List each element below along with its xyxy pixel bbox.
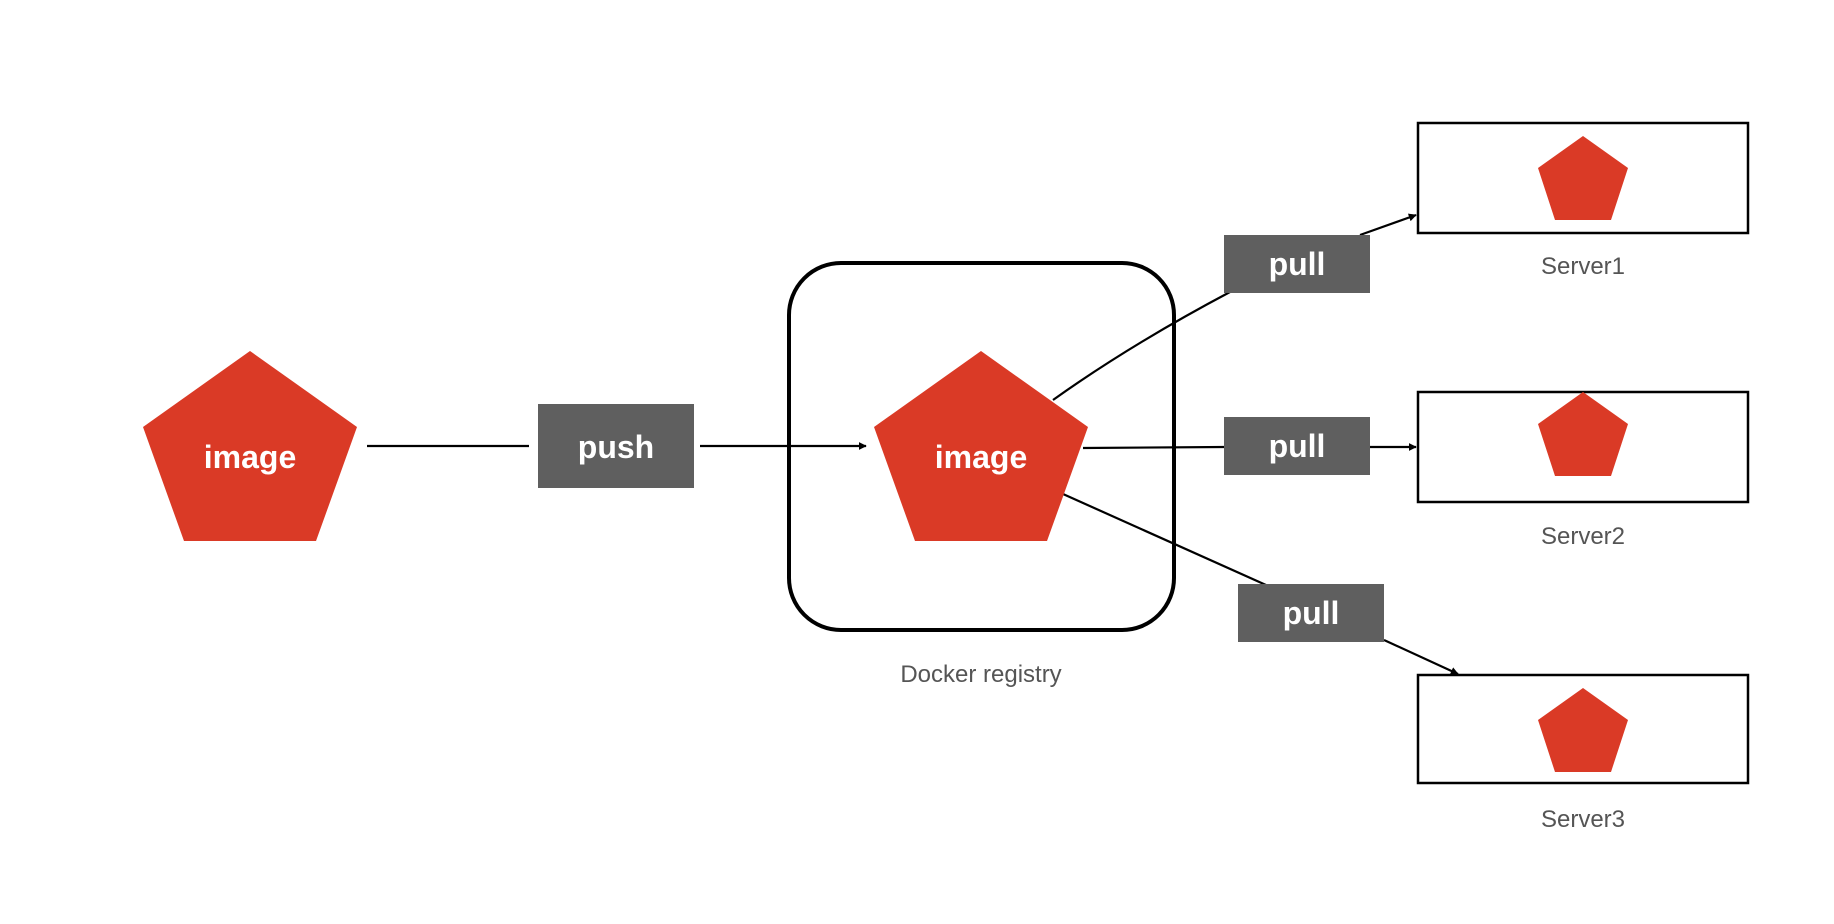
source-image[interactable]: image <box>143 351 357 541</box>
pentagon-image-icon <box>1538 136 1628 220</box>
pull-box <box>1238 584 1384 642</box>
pull-label: pull <box>1269 428 1326 464</box>
connectors <box>367 213 1459 675</box>
registry-box <box>787 261 1176 632</box>
pull-connector-server3 <box>1062 492 1267 587</box>
server2-caption: Server2 <box>1541 523 1625 550</box>
pentagon-image-icon <box>143 351 357 541</box>
pull-connector-server3-arrow <box>1383 639 1459 675</box>
pentagon-image-icon <box>1538 688 1628 772</box>
source-image-label: image <box>204 439 296 475</box>
pull-label: pull <box>1283 595 1340 631</box>
registry-caption: Docker registry <box>900 661 1061 688</box>
pull-box <box>1224 235 1370 293</box>
pentagon-image-icon <box>1538 392 1628 476</box>
server2[interactable]: Server2 <box>1416 390 1750 550</box>
pull-connector-server1 <box>1052 291 1231 401</box>
push-box <box>538 404 694 488</box>
pull-action-server2[interactable]: pull <box>1224 417 1370 475</box>
pull-action-server3[interactable]: pull <box>1238 584 1384 642</box>
pull-connector-server2 <box>1082 445 1225 450</box>
pull-box <box>1224 417 1370 475</box>
docker-registry[interactable]: image Docker registry <box>787 261 1176 688</box>
server3-caption: Server3 <box>1541 806 1625 833</box>
server1-caption: Server1 <box>1541 253 1625 280</box>
pull-connector-server1-arrow <box>1359 213 1417 237</box>
pentagon-image-icon <box>874 351 1088 541</box>
registry-image-label: image <box>935 439 1027 475</box>
push-action[interactable]: push <box>538 404 694 488</box>
server3[interactable]: Server3 <box>1416 673 1750 833</box>
push-label: push <box>578 429 654 465</box>
pull-label: pull <box>1269 246 1326 282</box>
server1[interactable]: Server1 <box>1416 121 1750 280</box>
pull-action-server1[interactable]: pull <box>1224 235 1370 293</box>
